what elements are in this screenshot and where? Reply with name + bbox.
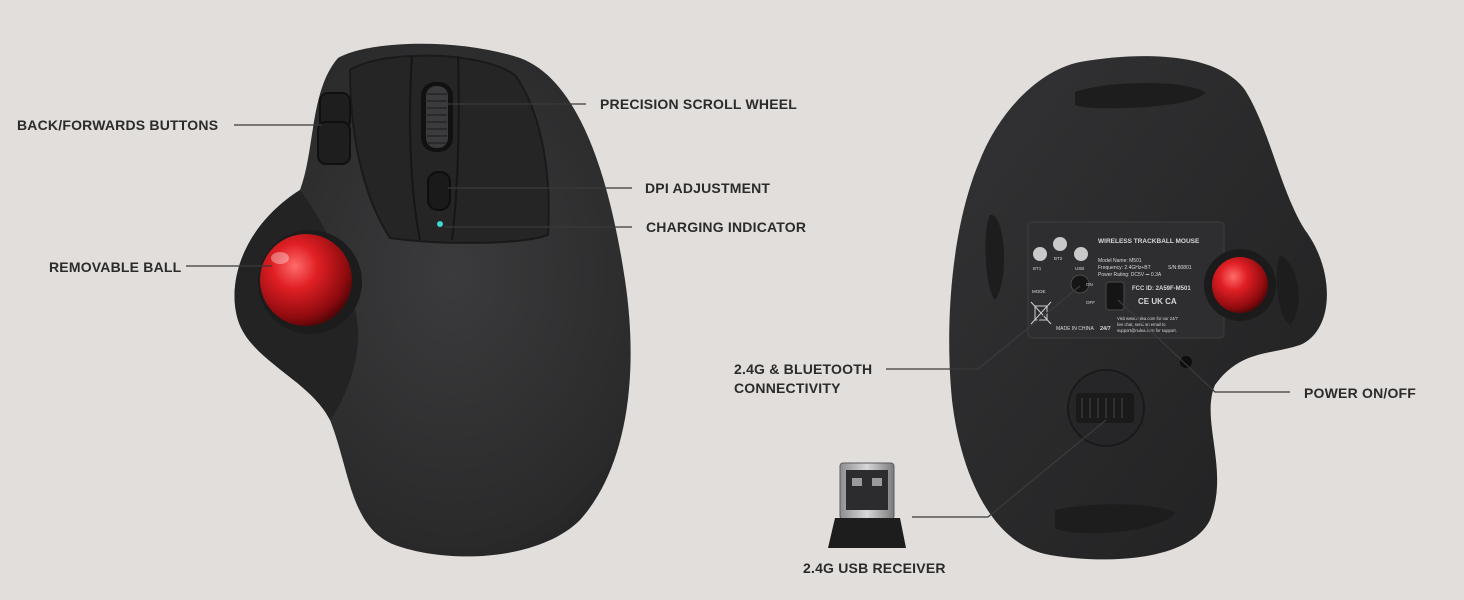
- scroll-wheel[interactable]: [426, 86, 448, 148]
- button-split-right: [451, 55, 460, 241]
- foot-pad-bottom: [1055, 504, 1175, 534]
- usb-connector-tongue: [846, 470, 888, 510]
- plate-made-in: MADE IN CHINA: [1056, 326, 1094, 332]
- button-split-left: [409, 55, 421, 241]
- plate-cert-marks: CE UK CA: [1138, 297, 1177, 306]
- button-deck: [348, 54, 550, 244]
- forward-button[interactable]: [317, 121, 351, 165]
- dpi-button[interactable]: [427, 171, 451, 211]
- plate-frequency: Frequency: 2.4GHz+BT: [1098, 265, 1151, 271]
- label-precision-scroll-wheel: PRECISION SCROLL WHEEL: [600, 96, 798, 112]
- label-usb-receiver: 2.4G USB RECEIVER: [803, 560, 946, 576]
- plate-fcc: FCC ID: 2A59F-M501: [1132, 286, 1191, 292]
- plate-bt1: BT1: [1033, 266, 1042, 271]
- plate-off: OFF: [1086, 300, 1095, 305]
- plate-bt2: BT2: [1054, 256, 1063, 261]
- usb-pin-right: [872, 478, 882, 486]
- plate-usb: USB: [1075, 266, 1084, 271]
- trackball[interactable]: [260, 234, 352, 326]
- plate-serial: S/N:80801: [1168, 265, 1192, 271]
- weee-bin-icon: [1030, 301, 1052, 325]
- plate-mode: MODE: [1032, 289, 1046, 294]
- reset-hole: [1180, 356, 1192, 368]
- plate-support-1: Visit www.nulea.com for our 24/7: [1117, 316, 1179, 321]
- plate-on: ON: [1086, 282, 1093, 287]
- leader-lines-right: [886, 285, 1290, 518]
- leader-lines-left: [186, 103, 632, 267]
- power-switch[interactable]: [1105, 281, 1125, 311]
- usb-pin-left: [852, 478, 862, 486]
- mouse-bottom-view: WIRELESS TRACKBALL MOUSE Model Name: M50…: [949, 56, 1327, 560]
- label-connectivity: 2.4G & BLUETOOTH CONNECTIVITY: [734, 361, 873, 396]
- usb-receiver: [828, 462, 906, 548]
- label-charging-indicator: CHARGING INDICATOR: [646, 219, 807, 235]
- mouse-top-view: [234, 43, 631, 557]
- label-dpi-adjustment: DPI ADJUSTMENT: [645, 180, 771, 196]
- label-removable-ball: REMOVABLE BALL: [49, 259, 182, 275]
- plate-model: Model Name: M501: [1098, 258, 1142, 264]
- trackball-underside: [1212, 257, 1268, 313]
- foot-pad-right: [1276, 255, 1299, 325]
- foot-pad-left: [985, 214, 1005, 300]
- receiver-slot-grip: [1081, 398, 1123, 418]
- plate-support-2: live chat, send an email to: [1117, 322, 1166, 327]
- charging-led: [437, 221, 443, 227]
- trackball-highlight: [271, 252, 289, 264]
- mode-switch-button[interactable]: [1070, 274, 1090, 294]
- plate-support-3: support@nulea.com for support.: [1117, 328, 1177, 333]
- scroll-wheel-ridges: [427, 93, 447, 144]
- label-back-forward-buttons: BACK/FORWARDS BUTTONS: [17, 117, 219, 133]
- usb-receiver-body: [828, 518, 906, 548]
- label-power-on-off: POWER ON/OFF: [1304, 385, 1417, 401]
- plate-rating: Power Rating: DC5V ⎓ 0.3A: [1098, 272, 1162, 278]
- foot-pad-top: [1075, 83, 1205, 109]
- mode-button-bt1[interactable]: [1033, 247, 1047, 261]
- mode-button-usb[interactable]: [1074, 247, 1088, 261]
- plate-support-badge: 24/7: [1100, 326, 1111, 332]
- plate-title: WIRELESS TRACKBALL MOUSE: [1098, 238, 1200, 245]
- mode-button-bt2[interactable]: [1053, 237, 1067, 251]
